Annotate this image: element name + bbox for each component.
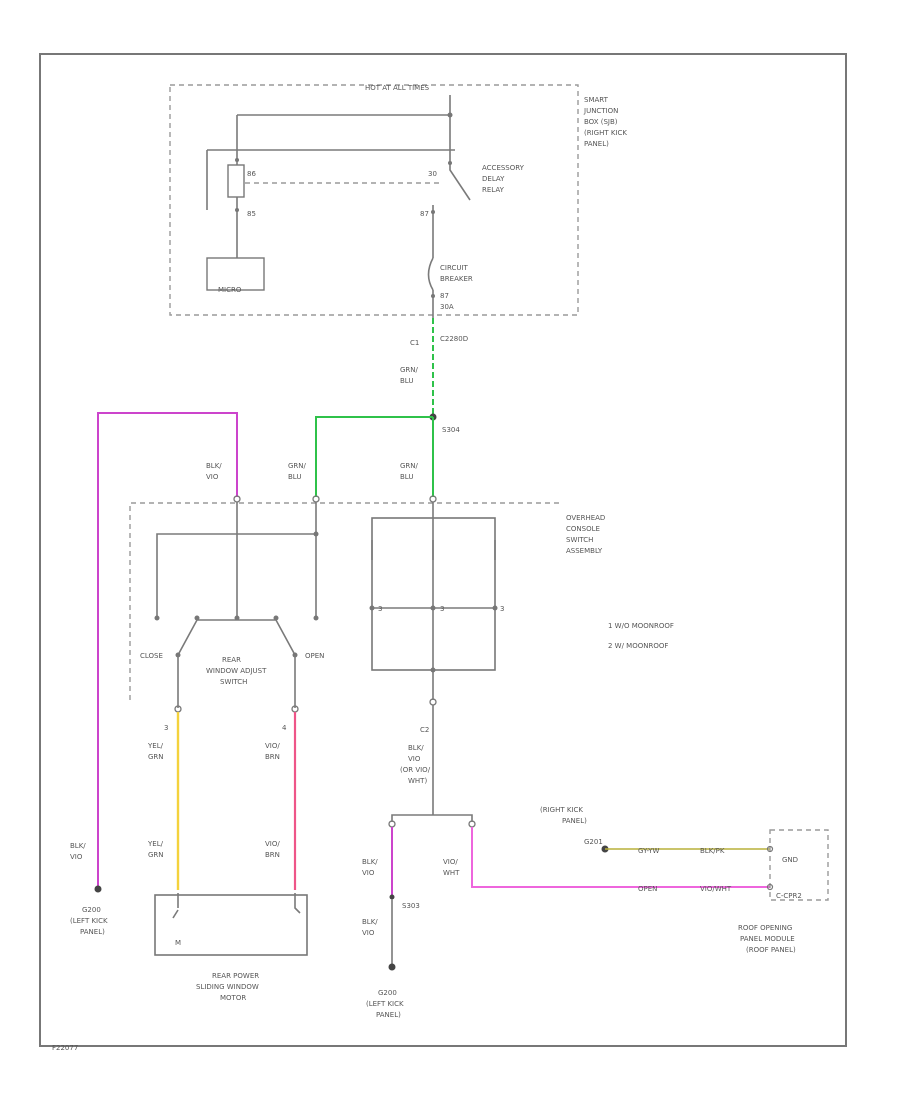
splice-s303-label: S303	[402, 902, 420, 910]
overhead-pin-2: 3	[440, 605, 444, 613]
connector-label: C2280D	[440, 335, 468, 343]
wire-vio-brn-lower-label: VIO/ BRN	[265, 840, 282, 859]
ground-g200-bottom	[388, 963, 396, 971]
overhead-console-outline	[129, 502, 560, 700]
pin30-label: 30	[428, 170, 437, 178]
figure-number: F22077	[52, 1044, 78, 1052]
roof-module-connector-label: C-CPR2	[776, 892, 802, 900]
ground-g200-left-label: G200 (LEFT KICK PANEL)	[70, 906, 110, 936]
overhead-node-bottom	[430, 667, 436, 673]
wire-yel-grn-lower-label: YEL/ GRN	[147, 840, 165, 859]
roof-module-pin-open	[766, 883, 774, 891]
overhead-switch-contacts	[371, 540, 496, 560]
wire-blk-vio-label: BLK/ VIO	[206, 462, 224, 481]
wire-vio-wht-label: VIO/ WHT	[443, 858, 460, 877]
ground-g201-label: G201	[584, 838, 603, 846]
roof-module-label: ROOF OPENING PANEL MODULE (ROOF PANEL)	[738, 924, 797, 954]
relay-label: ACCESSORY DELAY RELAY	[482, 164, 526, 194]
vio-wht-roof-wire	[471, 827, 770, 888]
switch-output-leads	[177, 655, 296, 708]
c2-label: C2	[420, 726, 429, 734]
wire-open-label: OPEN	[638, 885, 657, 893]
motor-m-label: M	[175, 939, 181, 947]
pin85-label: 85	[247, 210, 256, 218]
overhead-node-2	[430, 605, 436, 611]
hot-bus-junction	[447, 112, 453, 118]
rear-sliding-window-motor	[154, 894, 308, 956]
relay-coil-bracket	[206, 149, 455, 210]
motor-label: REAR POWER SLIDING WINDOW MOTOR	[196, 972, 261, 1002]
wire-vio-brn-upper-label: VIO/ BRN	[265, 742, 282, 761]
relay-coil	[227, 164, 245, 198]
overhead-pin-3: 3	[500, 605, 504, 613]
c1-label: C1	[410, 339, 419, 347]
note-without-moonroof: 1 W/O MOONROOF	[608, 622, 674, 630]
overhead-node-1	[369, 605, 375, 611]
diagram-frame	[39, 53, 847, 1047]
hot-bus-wire	[236, 95, 451, 158]
splice-s304-label: S304	[442, 426, 460, 434]
wire-grn-blu-label: GRN/ BLU	[400, 366, 420, 385]
switch-term-5	[313, 615, 319, 621]
ground-g200-left	[94, 885, 102, 893]
wire-vio-wht-roof-label: VIO/WHT	[700, 885, 732, 893]
relay-switch-contact	[449, 158, 471, 201]
switch-internal-wires	[156, 502, 317, 618]
circuit-breaker-pins: 87 30A	[440, 292, 454, 311]
roof-module-gnd-label: GND	[782, 856, 798, 864]
open-label: OPEN	[305, 652, 324, 660]
wire-gy-yw-label: GY-YW	[638, 847, 659, 855]
sjb-label: SMART JUNCTION BOX (SJB) (RIGHT KICK PAN…	[583, 96, 629, 148]
pin85-dot	[235, 208, 239, 212]
pin86-dot	[235, 158, 239, 162]
wire-grn-blu-left-label: GRN/ BLU	[288, 462, 308, 481]
overhead-pin-1: 3	[378, 605, 382, 613]
relay-out-dot	[431, 210, 435, 214]
smart-junction-box-outline	[169, 84, 579, 316]
rear-window-switch-blades	[177, 619, 296, 656]
overhead-node-3	[492, 605, 498, 611]
rear-window-switch-label: REAR WINDOW ADJUST SWITCH	[206, 656, 269, 686]
pin86-label: 86	[247, 170, 256, 178]
grn-blu-branch-left	[315, 416, 433, 497]
wire-blk-vio-s303-label: BLK/ VIO	[362, 858, 380, 877]
wire-blk-vio-ground-label: BLK/ VIO	[70, 842, 88, 861]
breaker-out-dot	[431, 294, 435, 298]
switch-term-1	[154, 615, 160, 621]
output-split-wire	[391, 814, 473, 822]
wire-yel-grn-upper-label: YEL/ GRN	[147, 742, 165, 761]
pin30-dot	[448, 161, 452, 165]
wire-blk-vio-or-vio-wht-label: BLK/ VIO (OR VIO/ WHT)	[400, 744, 432, 785]
hot-at-all-times-label: HOT AT ALL TIMES	[365, 84, 430, 92]
micro-relay-box	[206, 257, 265, 291]
pin4-label: 4	[282, 724, 287, 732]
splice-s303	[389, 894, 395, 900]
wire-blk-pk-label: BLK/PK	[700, 847, 725, 855]
motor-brushes	[172, 893, 301, 919]
circuit-breaker-symbol	[427, 257, 434, 291]
ground-g200-bottom-label: G200 (LEFT KICK PANEL)	[366, 989, 406, 1019]
overhead-console-label: OVERHEAD CONSOLE SWITCH ASSEMBLY	[566, 514, 608, 555]
wire-grn-blu-right-label: GRN/ BLU	[400, 462, 420, 481]
blk-vio-left-wire	[97, 412, 238, 887]
circuit-breaker-label: CIRCUIT BREAKER	[440, 264, 473, 283]
right-kick-panel-label: (RIGHT KICK PANEL)	[540, 806, 587, 825]
switch-junction	[313, 531, 319, 537]
roof-module-pin-gnd	[766, 845, 774, 853]
micro-label: MICRO	[218, 286, 242, 294]
roof-opening-panel-module	[769, 829, 829, 901]
pin87-label: 87	[420, 210, 429, 218]
pin3-label: 3	[164, 724, 168, 732]
close-label: CLOSE	[140, 652, 163, 660]
note-with-moonroof: 2 W/ MOONROOF	[608, 642, 668, 650]
wire-blk-vio-lower-label: BLK/ VIO	[362, 918, 380, 937]
